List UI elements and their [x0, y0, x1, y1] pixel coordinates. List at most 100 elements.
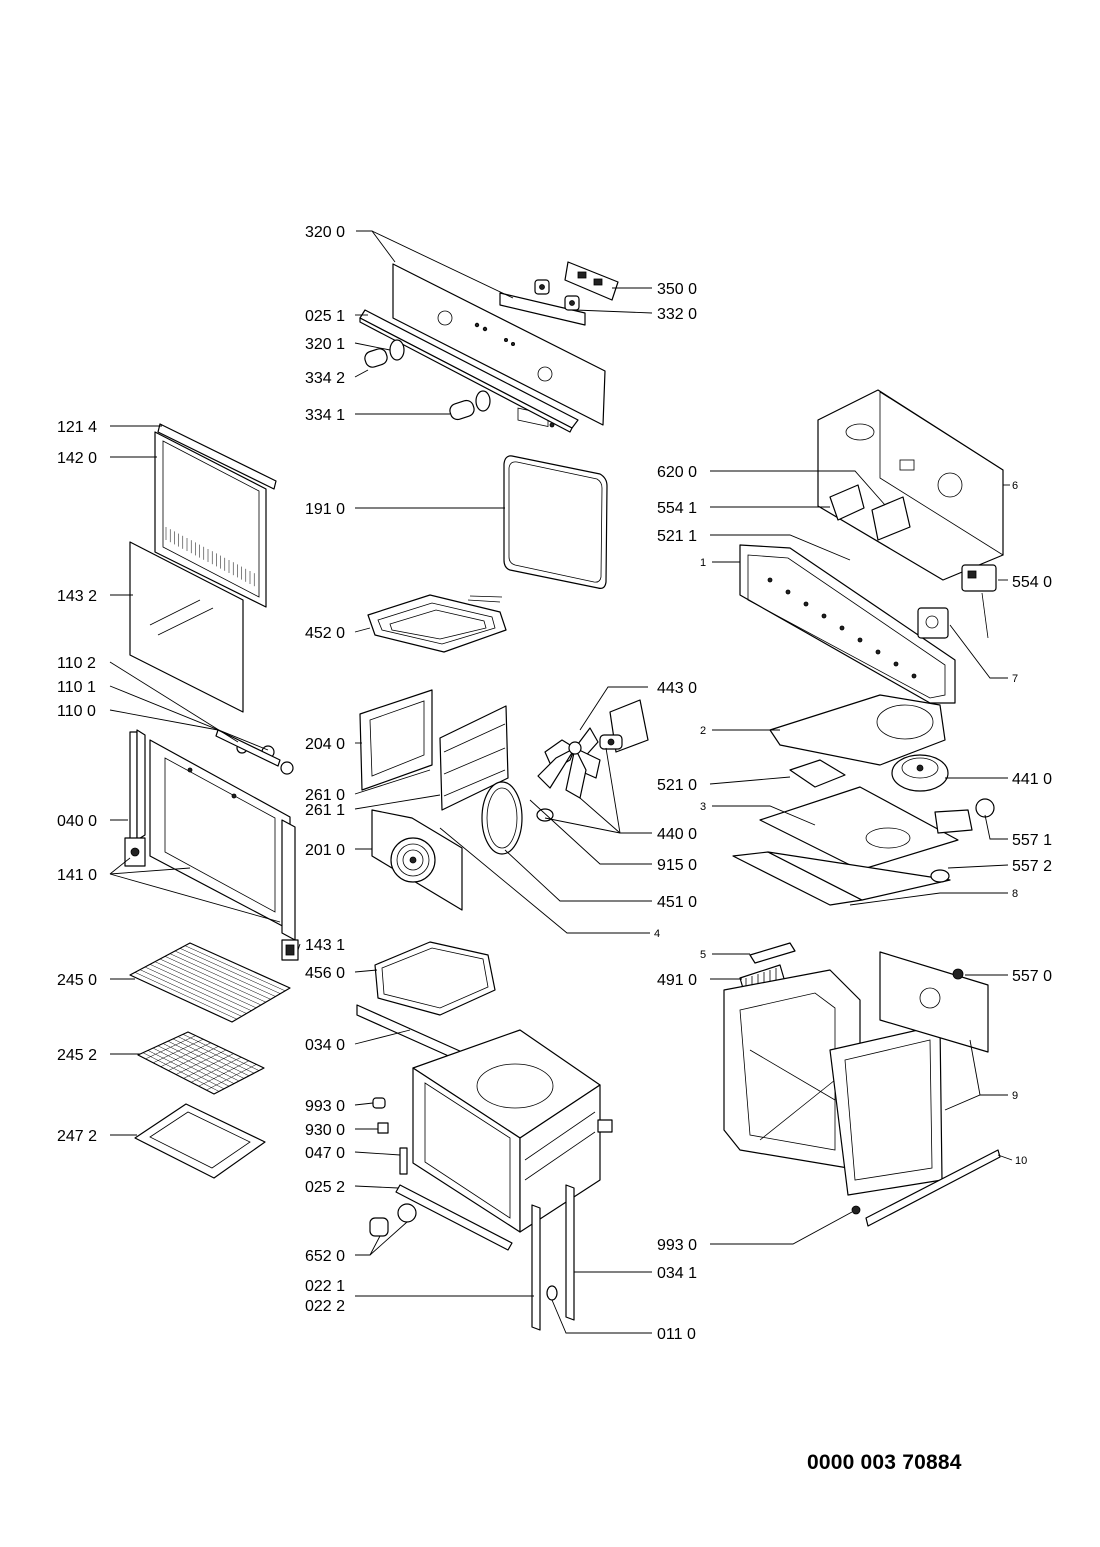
rack-wire: [191, 1056, 242, 1083]
rear-cover-557: [879, 951, 989, 1053]
shelf-wire: [144, 966, 247, 1014]
callout-c0400: 040 0: [57, 813, 97, 830]
leader-line-c1410: [109, 867, 191, 875]
leader-line-c2611: [354, 794, 441, 810]
leader-line-c3201: [354, 342, 391, 351]
thermostat-557-2: [930, 869, 950, 883]
callout-c4400: 440 0: [657, 826, 697, 843]
callout-c9300: 930 0: [305, 1122, 345, 1139]
duct-hole: [893, 661, 899, 667]
callout-c6200: 620 0: [657, 464, 697, 481]
callout-c0251: 025 1: [305, 308, 345, 325]
bracket-5: [749, 942, 796, 964]
shelf-wire: [154, 961, 257, 1009]
leader-line-c5210: [709, 776, 791, 785]
rack-wire: [177, 1036, 255, 1074]
document-number: 0000 003 70884: [807, 1451, 962, 1474]
cavity-side-strips: [531, 1184, 575, 1331]
callout-c5541: 554 1: [657, 500, 697, 517]
duct-hole: [875, 649, 881, 655]
leader-line-c9930a: [354, 1102, 374, 1106]
shelf-wire: [169, 953, 271, 1000]
callout-c1910: 191 0: [305, 501, 345, 518]
duct-hole: [785, 589, 791, 595]
fan-cover: [371, 809, 463, 911]
leader-line-c4560: [354, 969, 378, 973]
duct-hole: [767, 577, 773, 583]
leader-line-c0252: [354, 1185, 399, 1189]
rack-wire: [183, 1053, 234, 1079]
callout-c3500: 350 0: [657, 281, 697, 298]
rack-wire: [206, 1064, 257, 1091]
callout-n9: 9: [1012, 1090, 1018, 1102]
callout-c2450: 245 0: [57, 972, 97, 989]
control-panel: [392, 263, 606, 427]
leader-line-c1102: [109, 661, 239, 743]
air-guide-plate: [759, 786, 959, 871]
duct-hole: [857, 637, 863, 643]
rack-wire: [182, 1034, 260, 1071]
shelf-wire: [164, 956, 266, 1003]
knob-334-2: [364, 339, 405, 368]
leader-line-n3: [712, 805, 816, 826]
leader-line-c6520: [369, 1221, 408, 1256]
cooling-fan: [891, 754, 949, 792]
callout-c4410: 441 0: [1012, 771, 1052, 788]
callout-c0110: 011 0: [657, 1326, 696, 1343]
callout-c1410: 141 0: [57, 867, 97, 884]
callout-n7: 7: [1012, 673, 1018, 685]
base-rail-10: [851, 1149, 1001, 1227]
callout-c4520: 452 0: [305, 625, 345, 642]
shelf-wire: [149, 964, 252, 1011]
lower-element: [374, 941, 496, 1016]
callout-c5572: 557 2: [1012, 858, 1052, 875]
callout-c0252: 025 2: [305, 1179, 345, 1196]
callout-c9150: 915 0: [657, 857, 697, 874]
callout-c6520: 652 0: [305, 1248, 345, 1265]
connector-521-0: [789, 759, 846, 788]
callout-c1102: 110 2: [57, 655, 96, 672]
callout-n6: 6: [1012, 480, 1018, 492]
callout-n3: 3: [700, 801, 706, 813]
callout-c1100: 110 0: [57, 703, 96, 720]
leader-line-c4400: [544, 817, 621, 834]
rack-wire: [198, 1060, 249, 1087]
callout-c1214: 121 4: [57, 419, 97, 436]
shelf-wire: [184, 945, 286, 992]
leader-line-c0110: [551, 1299, 652, 1334]
cavity-bottom-trim: [395, 1184, 513, 1251]
callout-c5211: 521 1: [657, 528, 697, 545]
callout-c5540: 554 0: [1012, 574, 1052, 591]
callout-c2452: 245 2: [57, 1047, 97, 1064]
leader-line-n9: [969, 1039, 981, 1096]
leader-line-c2610: [354, 769, 431, 795]
leader-line-c9150: [529, 799, 652, 865]
leader-line-c5571: [984, 814, 1008, 840]
callout-c0470: 047 0: [305, 1145, 345, 1162]
callout-n2: 2: [700, 725, 706, 737]
callout-c0221: 022 1: [305, 1278, 345, 1295]
leader-line-c1410: [109, 857, 131, 875]
door-hinge-rails: [124, 729, 299, 961]
callout-c0340: 034 0: [305, 1037, 345, 1054]
small-fittings: [369, 1097, 417, 1237]
callout-c1420: 142 0: [57, 450, 97, 467]
control-switch: [917, 607, 949, 639]
callout-n4: 4: [654, 928, 660, 940]
callout-c5571: 557 1: [1012, 832, 1052, 849]
callout-c3200: 320 0: [305, 224, 345, 241]
callout-c0341: 034 1: [657, 1265, 697, 1282]
duct-hole: [911, 673, 917, 679]
door-hinges: [215, 729, 294, 775]
fan-motor: [599, 699, 649, 753]
door-inner-glass: [129, 541, 244, 713]
rack-wire: [172, 1038, 250, 1077]
callout-c0222: 022 2: [305, 1298, 345, 1315]
shelf-wire: [159, 958, 262, 1006]
callout-c2010: 201 0: [305, 842, 345, 859]
wire-shelf: [129, 942, 291, 1023]
thermostat-557-1: [934, 798, 995, 834]
callout-c1101: 110 1: [57, 679, 96, 696]
